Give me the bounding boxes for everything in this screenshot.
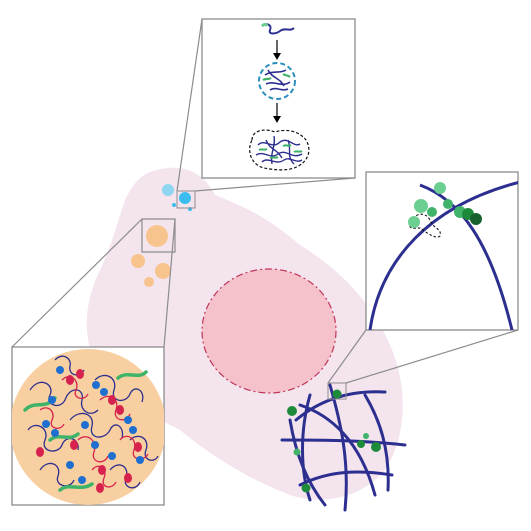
filament-arc-1 xyxy=(368,181,518,330)
dashed-circle-icon xyxy=(258,62,296,100)
folded-chain xyxy=(262,69,291,91)
dotted-outline-icon xyxy=(249,129,310,171)
down-arrow-icon xyxy=(273,40,281,60)
filament-zoom-box xyxy=(327,382,347,400)
single-strand xyxy=(261,23,295,35)
inset-right xyxy=(365,171,519,331)
dotted-outline-icon xyxy=(409,213,441,238)
zoom-line-left-2 xyxy=(163,218,176,348)
inset-left xyxy=(11,346,165,506)
cyan-droplets xyxy=(162,184,192,211)
zoom-line-top-2 xyxy=(194,177,356,192)
orange-droplets xyxy=(131,225,171,287)
blue-beads xyxy=(42,366,144,484)
inset-top xyxy=(201,18,356,179)
zoom-line-left-1 xyxy=(11,218,143,348)
binding-proteins xyxy=(408,182,482,228)
green-chains xyxy=(23,370,148,492)
zoom-line-right-1 xyxy=(327,329,367,384)
down-arrow-icon xyxy=(273,103,281,123)
filament-arc-2 xyxy=(419,183,514,330)
aggregate-cluster xyxy=(255,135,303,165)
filament-green-dots xyxy=(287,389,381,493)
cyan-zoom-box xyxy=(176,190,196,209)
zoom-line-top-1 xyxy=(176,18,203,192)
zoom-line-right-2 xyxy=(345,329,519,384)
red-beads xyxy=(36,369,142,493)
nucleus xyxy=(201,268,337,394)
droplet-zoom-box xyxy=(141,218,176,253)
